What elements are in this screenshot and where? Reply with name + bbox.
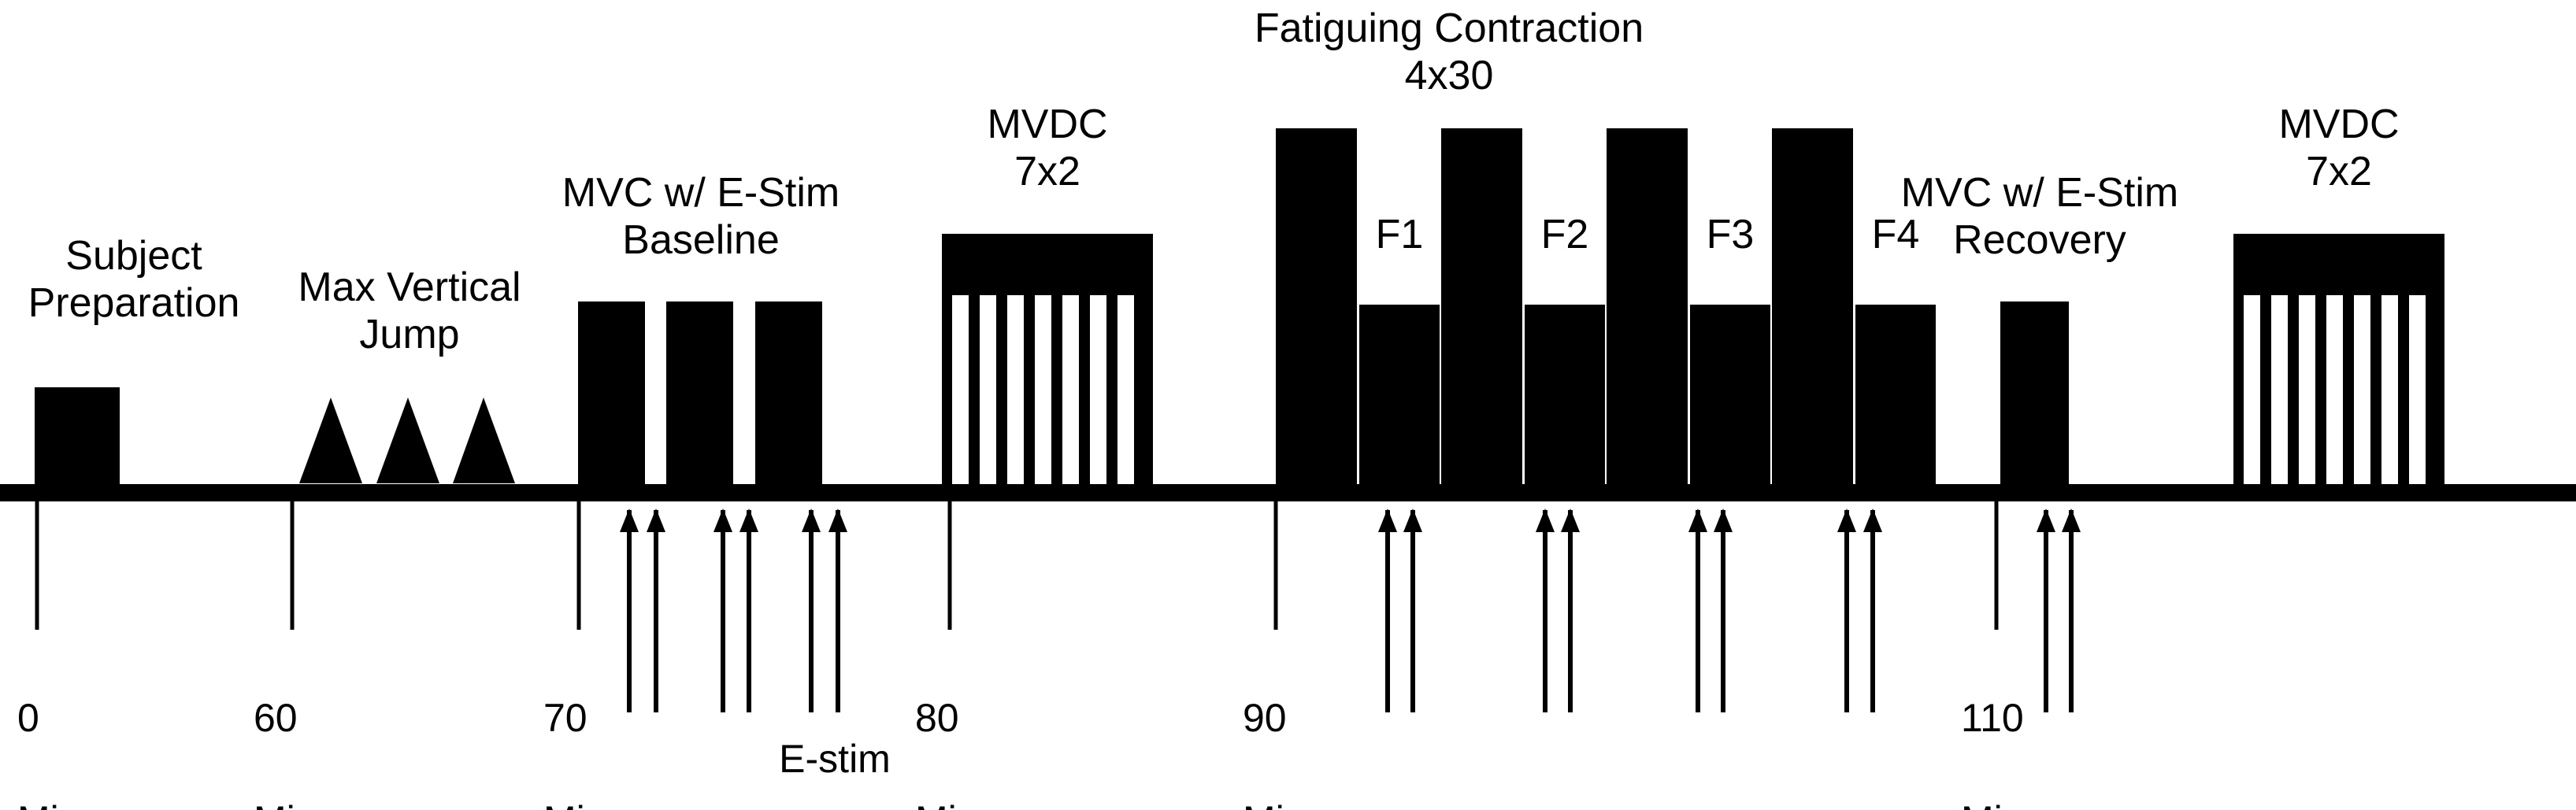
tick-value: 90	[1243, 696, 1287, 740]
tick-value: 0	[17, 696, 39, 740]
tick-unit: Min	[915, 795, 1073, 810]
label-mvc-estim-recovery: MVC w/ E-Stim Recovery	[1900, 170, 2179, 264]
mvc-baseline-bar-2	[666, 301, 733, 486]
tick-label-110: 110 Min	[1961, 642, 2126, 810]
block-mvdc-baseline	[942, 234, 1153, 495]
label-mvdc-recovery: MVDC 7x2	[2278, 102, 2400, 195]
tick-label-90: 90 Min	[1243, 642, 1400, 810]
jump-triangle-1	[299, 398, 362, 483]
label-subject-preparation: Subject Preparation	[28, 233, 240, 327]
tick-label-80: 80 Min	[915, 642, 1073, 810]
estim-arrow-group	[620, 509, 2081, 712]
tick-value: 60	[254, 696, 298, 740]
label-mvdc-baseline: MVDC 7x2	[987, 102, 1108, 195]
mvc-recovery-bar	[2000, 301, 2069, 486]
tick-unit: Min	[543, 795, 701, 810]
fatigue-tall-bar-3	[1607, 128, 1688, 486]
tick-unit: Min	[1961, 795, 2126, 810]
label-fatigue-set-f1: F1	[1375, 212, 1424, 257]
fatigue-short-bar-f4	[1855, 305, 1936, 486]
mvc-baseline-bar-3	[755, 301, 822, 486]
block-subject-preparation	[35, 387, 120, 486]
mvc-baseline-bar-1	[578, 301, 645, 486]
tick-value: 80	[915, 696, 959, 740]
fatigue-short-bar-f3	[1690, 305, 1770, 486]
fatigue-short-bar-f2	[1525, 305, 1605, 486]
fatigue-short-bar-f1	[1359, 305, 1440, 486]
label-max-vertical-jump: Max Vertical Jump	[298, 264, 521, 358]
label-fatigue-set-f2: F2	[1540, 212, 1589, 257]
tick-leader-lines	[35, 501, 1999, 630]
fatigue-tall-bar-4	[1772, 128, 1853, 486]
label-fatigue-set-f3: F3	[1706, 212, 1755, 257]
timeline-axis-line	[0, 484, 2576, 501]
tick-value: 110	[1961, 696, 2024, 740]
figure-title: Fatiguing Contraction 4x30	[1254, 6, 1644, 99]
block-mvc-estim-recovery	[2000, 301, 2069, 486]
tick-unit: Min	[254, 795, 411, 810]
tick-unit: Min	[17, 795, 175, 810]
tick-value: 70	[543, 696, 587, 740]
label-fatigue-set-f4: F4	[1871, 212, 1920, 257]
jump-triangle-3	[453, 398, 515, 483]
tick-label-60: 60 Min	[254, 642, 411, 810]
fatigue-tall-bar-1	[1276, 128, 1357, 486]
tick-unit: Min	[1243, 795, 1400, 810]
estim-legend-label: E-stim	[779, 737, 891, 781]
fatigue-tall-bar-2	[1441, 128, 1522, 486]
tick-label-70: 70 Min	[543, 642, 701, 810]
block-mvdc-recovery	[2233, 234, 2444, 495]
block-fatiguing-contraction	[1276, 128, 1936, 486]
jump-triangle-2	[376, 398, 439, 483]
tick-label-0: 0 Min	[17, 642, 175, 810]
label-mvc-estim-baseline: MVC w/ E-Stim Baseline	[562, 170, 840, 264]
block-mvc-estim-baseline	[578, 301, 822, 486]
block-max-vertical-jump	[299, 398, 515, 483]
